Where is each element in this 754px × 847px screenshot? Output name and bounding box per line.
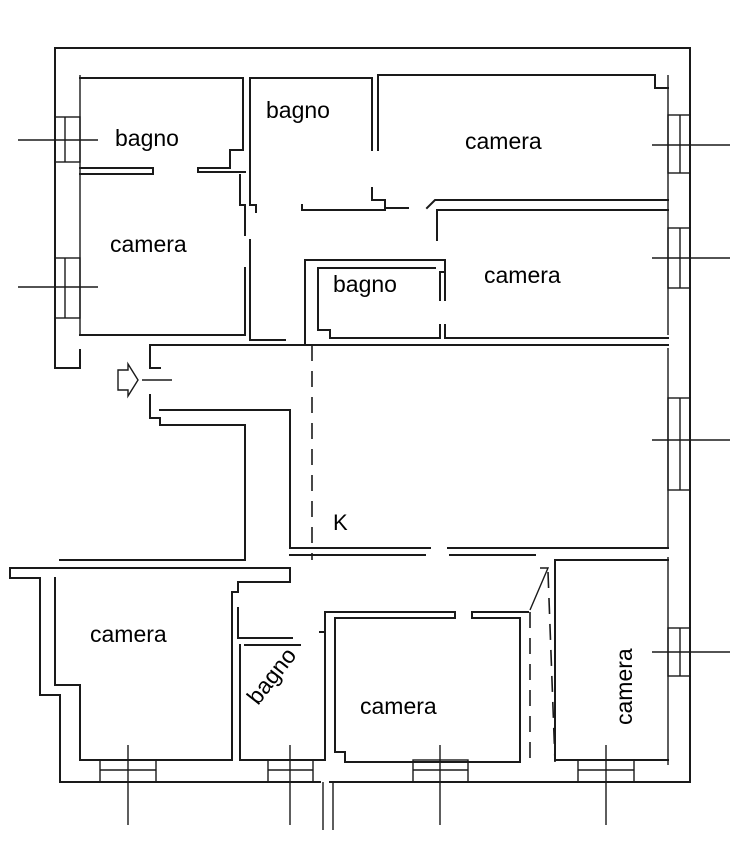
room-camera-ne [301,74,669,211]
label-camera-w: camera [110,231,187,257]
entrance-arrow-icon [117,361,172,399]
label-bagno-n: bagno [266,97,330,123]
room-living [59,344,669,561]
label-camera-s: camera [360,693,437,719]
outer-walls [9,47,691,783]
room-bagno-center [304,209,669,346]
window-icon [18,114,730,830]
room-bagno-n [249,77,373,341]
label-camera-e: camera [484,262,561,288]
label-camera-ne: camera [465,128,542,154]
room-camera-se [529,559,669,763]
room-camera-e [444,271,669,339]
label-camera-sw: camera [90,621,167,647]
room-bagno-nw [79,77,246,175]
label-camera-se: camera [611,648,637,725]
label-kitchen-mark: K [333,510,348,535]
room-camera-sw [54,567,291,761]
room-camera-s [324,611,529,763]
label-bagno-nw: bagno [115,125,179,151]
room-bagno-s [237,631,326,761]
room-camera-w [79,174,246,336]
label-bagno-center: bagno [333,271,397,297]
label-bagno-s: bagno [241,643,301,709]
